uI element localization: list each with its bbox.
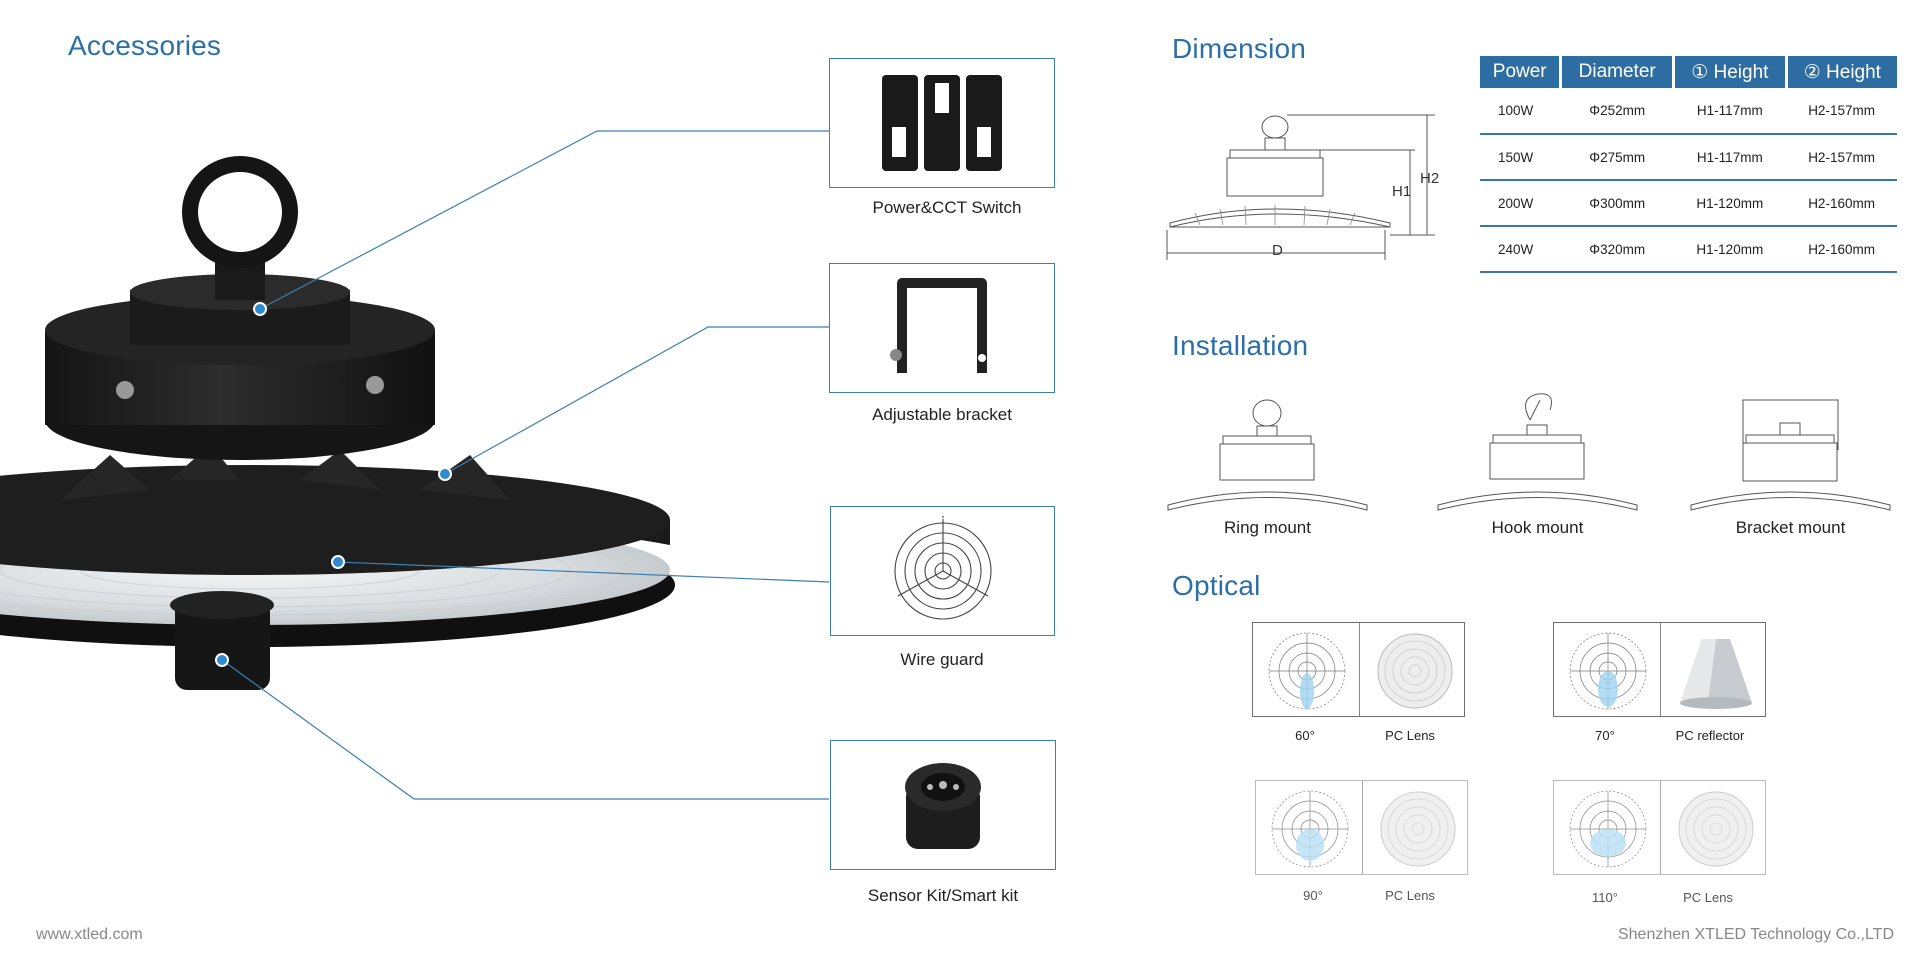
table-cell: 150W [1480,134,1561,181]
dimension-title: Dimension [1172,33,1307,64]
polar-distribution-icon [1569,632,1647,710]
pc-reflector-icon [1680,639,1752,709]
accessory-bracket-label: Adjustable bracket [872,405,1012,424]
optical-title: Optical [1172,570,1261,601]
hook-mount-drawing [1437,393,1638,511]
accessory-sensor-label: Sensor Kit/Smart kit [867,886,1019,905]
pc-lens-icon [1678,791,1754,867]
optic-90-angle: 90° [1303,888,1323,903]
accessory-sensor-box [830,740,1056,870]
installation-bracket-label: Bracket mount [1735,518,1846,537]
polar-distribution-icon [1268,632,1346,710]
dip-switch-icon [882,75,1002,171]
dimension-h1-label: H1 [1392,183,1412,200]
table-cell: 200W [1480,180,1561,227]
optic-90-box [1255,780,1468,875]
table-cell: H2-157mm [1786,134,1897,181]
table-cell: Φ252mm [1560,88,1674,135]
optic-60-angle: 60° [1295,728,1315,743]
col-height-1: ① Height [1671,56,1787,88]
table-cell: 100W [1480,88,1561,135]
wire-guard-icon [893,516,992,620]
dimension-drawing [1166,114,1435,260]
table-cell: H1-117mm [1673,134,1787,181]
ufo-highbay-product-illustration [0,130,830,800]
col-height-2: ② Height [1784,56,1897,88]
table-row: 240W Φ320mm H1-120mm H2-160mm [1480,226,1897,273]
accessory-switch-label: Power&CCT Switch [872,198,1022,217]
bracket-mount-drawing [1690,399,1891,511]
dimension-h2-label: H2 [1420,170,1440,187]
table-row: 100W Φ252mm H1-117mm H2-157mm [1480,88,1897,135]
optic-70-box [1553,622,1766,717]
accessory-bracket-box [829,263,1055,393]
optic-110-box [1553,780,1766,875]
table-cell: Φ275mm [1560,134,1674,181]
table-cell: Φ320mm [1560,226,1674,273]
bracket-icon [890,278,987,373]
optic-70-angle: 70° [1595,728,1615,743]
col-power: Power [1480,56,1561,88]
table-cell: H1-117mm [1673,88,1787,135]
optic-90-type: PC Lens [1385,888,1435,903]
optic-60-box [1252,622,1465,717]
col-diameter: Diameter [1559,56,1674,88]
table-cell: 240W [1480,226,1561,273]
footer-website: www.xtled.com [36,926,143,943]
accessory-wireguard-box [830,506,1055,636]
pc-lens-icon [1377,633,1453,709]
accessory-switch-box [829,58,1055,188]
table-cell: H1-120mm [1673,226,1787,273]
accessories-title: Accessories [68,30,222,61]
table-cell: H2-157mm [1786,88,1897,135]
optic-110-type: PC Lens [1683,890,1733,905]
dimension-table: Power Diameter ① Height ② Height 100W Φ2… [1480,56,1897,273]
table-row: 150W Φ275mm H1-117mm H2-157mm [1480,134,1897,181]
ring-mount-drawing [1167,399,1368,511]
installation-hook-label: Hook mount [1491,518,1584,537]
installation-title: Installation [1172,330,1309,361]
table-cell: Φ300mm [1560,180,1674,227]
pc-lens-icon [1380,791,1456,867]
accessory-wireguard-label: Wire guard [900,650,984,669]
optic-70-type: PC reflector [1675,728,1745,743]
dimension-table-header: Power Diameter ① Height ② Height [1480,56,1897,88]
installation-ring-label: Ring mount [1224,518,1311,537]
table-cell: H2-160mm [1786,180,1897,227]
table-row: 200W Φ300mm H1-120mm H2-160mm [1480,180,1897,227]
optic-60-type: PC Lens [1385,728,1435,743]
sensor-kit-icon [905,763,981,849]
polar-distribution-icon [1271,790,1349,868]
dimension-d-label: D [1272,242,1283,259]
polar-distribution-icon [1569,790,1647,868]
table-cell: H1-120mm [1673,180,1787,227]
table-cell: H2-160mm [1786,226,1897,273]
footer-company: Shenzhen XTLED Technology Co.,LTD [1617,926,1894,943]
optic-110-angle: 110° [1592,890,1618,905]
